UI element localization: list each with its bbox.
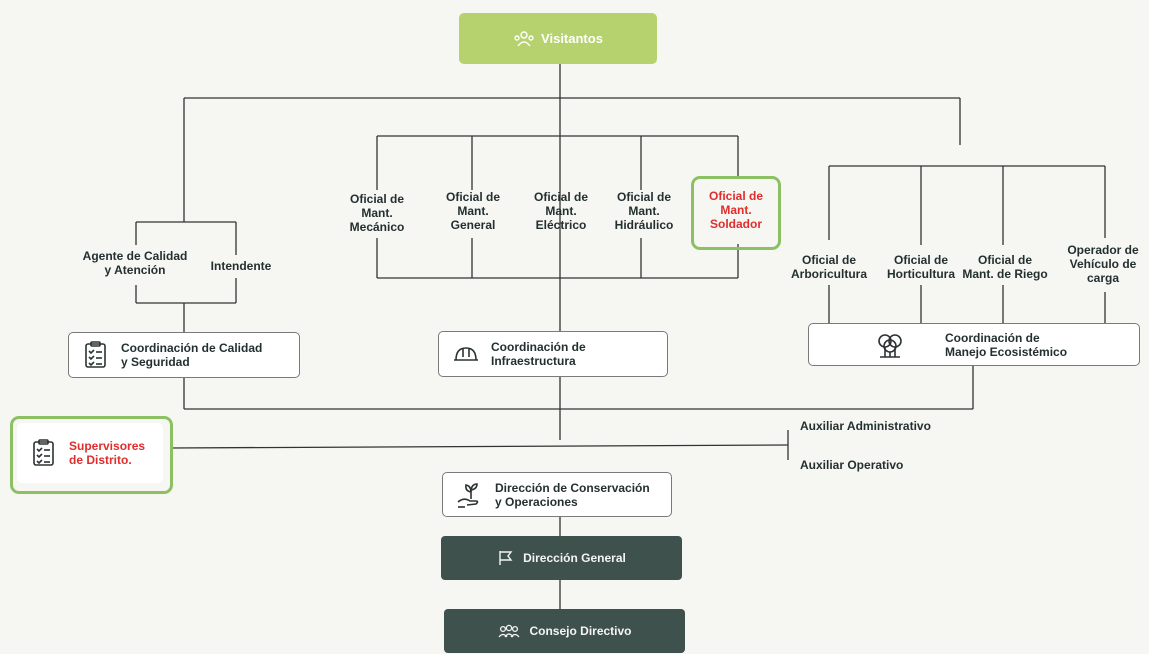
group-icon [498, 624, 520, 638]
trees-icon [878, 333, 902, 358]
direccion-conservacion-label: Dirección de Conservación y Operaciones [495, 480, 650, 509]
oficial-electrico-label: Oficial de Mant. Eléctrico [533, 190, 589, 232]
auxiliar-administrativo-label: Auxiliar Administrativo [800, 419, 931, 433]
coord-calidad-box: Coordinación de Calidad y Seguridad [68, 332, 300, 378]
checklist-icon [33, 439, 54, 466]
coord-ecosistemico-label: Coordinación de Manejo Ecosistémico [945, 330, 1068, 359]
soldador-highlight-frame [691, 176, 781, 250]
oficial-arboricultura-label: Oficial de Arboricultura [790, 253, 867, 281]
oficial-soldador-label: Oficial de Mant. Soldador [708, 189, 764, 231]
supervisores-box: Supervisores de Distrito. [17, 423, 163, 483]
agente-calidad-label: Agente de Calidad y Atención [82, 249, 188, 277]
checklist-icon [85, 341, 106, 368]
hand-plant-icon [457, 482, 479, 508]
supervisores-highlight-frame [10, 416, 173, 494]
consejo-directivo-box: Consejo Directivo [444, 609, 685, 653]
direccion-general-label: Dirección General [523, 551, 626, 565]
people-icon [514, 30, 534, 46]
visitantes-label: Visitantos [541, 31, 603, 46]
oficial-hidraulico-label: Oficial de Mant. Hidráulico [614, 190, 674, 232]
hard-hat-icon [454, 347, 478, 361]
direccion-conservacion-box: Dirección de Conservación y Operaciones [442, 472, 672, 517]
supervisores-label: Supervisores de Distrito. [69, 439, 146, 467]
intendente-label: Intendente [210, 259, 272, 273]
oficial-riego-label: Oficial de Mant. de Riego [962, 253, 1048, 281]
coord-ecosistemico-box: Coordinación de Manejo Ecosistémico [808, 323, 1140, 366]
coord-calidad-label: Coordinación de Calidad y Seguridad [121, 341, 263, 369]
coord-infraestructura-box: Coordinación de Infraestructura [438, 331, 668, 377]
coord-infraestructura-label: Coordinación de Infraestructura [491, 340, 586, 368]
direccion-general-box: Dirección General [441, 536, 682, 580]
auxiliar-operativo-label: Auxiliar Operativo [800, 458, 904, 472]
oficial-mecanico-label: Oficial de Mant. Mecánico [349, 192, 405, 234]
flag-icon [499, 551, 513, 565]
visitantes-box: Visitantos [459, 13, 657, 64]
consejo-directivo-label: Consejo Directivo [529, 624, 632, 638]
oficial-horticultura-label: Oficial de Horticultura [886, 253, 955, 281]
operador-vehiculo-label: Operador de Vehículo de carga [1067, 243, 1139, 285]
oficial-general-label: Oficial de Mant. General [445, 190, 501, 232]
